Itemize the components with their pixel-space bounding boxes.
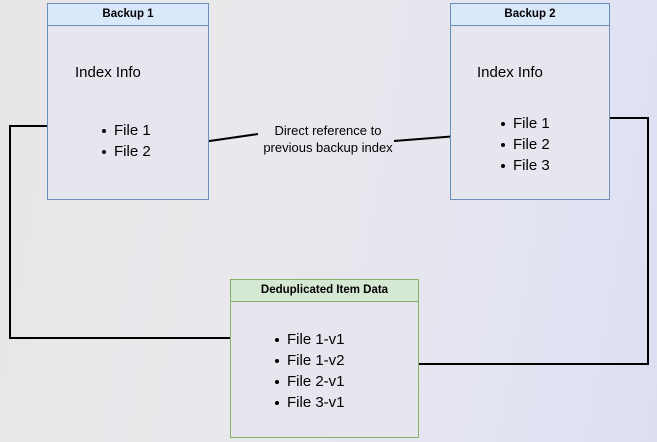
list-item: File 3 — [499, 155, 550, 176]
list-item: File 1 — [100, 120, 151, 141]
node-deduplicated-item-data-body: File 1-v1 File 1-v2 File 2-v1 File 3-v1 — [231, 302, 418, 437]
node-backup-1-header: Backup 1 — [48, 4, 208, 26]
node-backup-1[interactable]: Backup 1 Index Info File 1 File 2 — [47, 3, 209, 200]
node-backup-1-subtitle: Index Info — [75, 64, 141, 81]
node-deduplicated-item-data-header: Deduplicated Item Data — [231, 280, 418, 302]
node-backup-1-body: Index Info File 1 File 2 — [48, 26, 208, 199]
list-item: File 3-v1 — [273, 392, 345, 413]
node-backup-2-subtitle: Index Info — [477, 64, 543, 81]
list-item: File 1-v1 — [273, 329, 345, 350]
list-item: File 1 — [499, 113, 550, 134]
connector-backup2-to-dedup — [380, 117, 649, 368]
list-item: File 1-v2 — [273, 350, 345, 371]
node-backup-2-file-list: File 1 File 2 File 3 — [499, 113, 550, 176]
node-deduplicated-file-list: File 1-v1 File 1-v2 File 2-v1 File 3-v1 — [273, 329, 345, 413]
node-backup-1-file-list: File 1 File 2 — [100, 120, 151, 162]
node-deduplicated-item-data[interactable]: Deduplicated Item Data File 1-v1 File 1-… — [230, 279, 419, 438]
list-item: File 2-v1 — [273, 371, 345, 392]
list-item: File 2 — [100, 141, 151, 162]
annotation-direct-reference: Direct reference to previous backup inde… — [263, 123, 393, 155]
node-backup-2-body: Index Info File 1 File 2 File 3 — [451, 26, 609, 199]
node-backup-2[interactable]: Backup 2 Index Info File 1 File 2 File 3 — [450, 3, 610, 200]
node-backup-2-header: Backup 2 — [451, 4, 609, 26]
list-item: File 2 — [499, 134, 550, 155]
